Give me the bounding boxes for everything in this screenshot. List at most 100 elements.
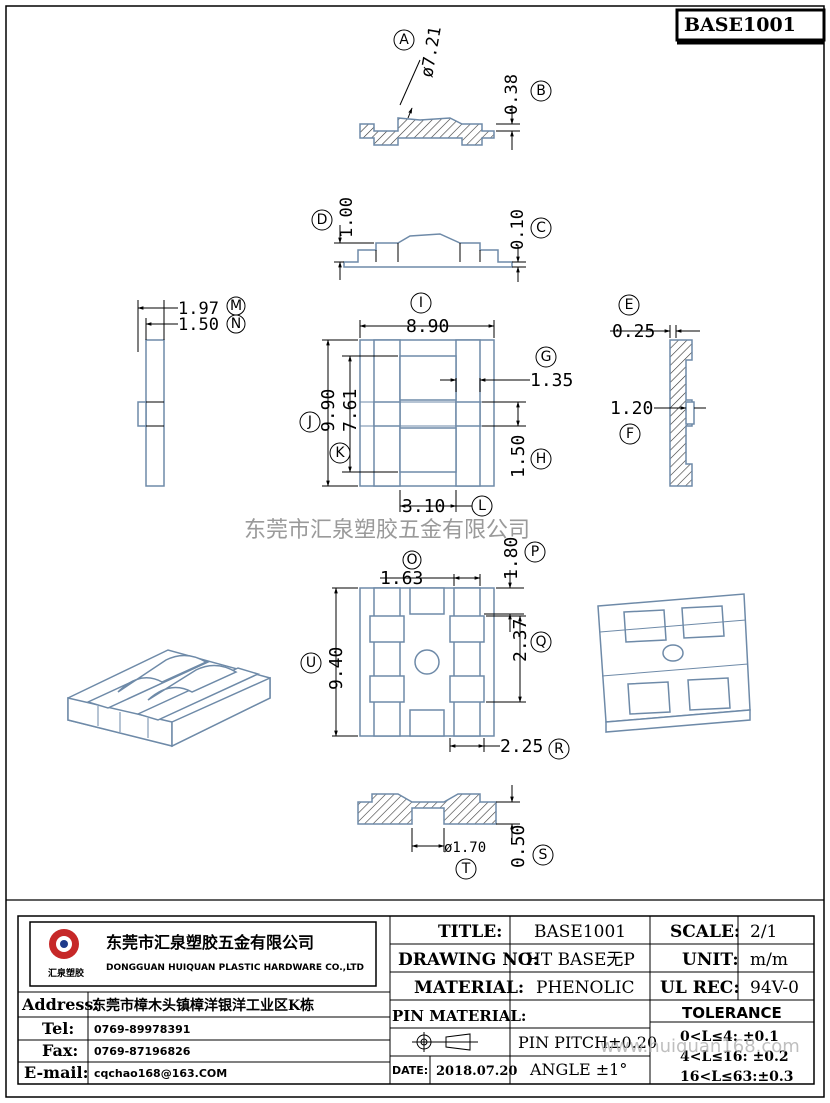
dim-K: K 7.61: [329, 389, 361, 464]
dim-R-letter: R: [554, 741, 564, 757]
section-view-top: [359, 59, 520, 150]
address-value: 东莞市樟木头镇樟洋银洋工业区K栋: [92, 997, 314, 1014]
dim-J: J 9.90: [299, 389, 339, 433]
dim-J-value: 9.90: [318, 389, 339, 432]
dim-G-value: 1.35: [530, 370, 573, 391]
dim-H-letter: H: [536, 451, 547, 467]
dim-B-value: 0.38: [502, 74, 522, 115]
company-en-name: DONGGUAN HUIQUAN PLASTIC HARDWARE CO.,LT…: [106, 963, 364, 973]
dim-I-value: 8.90: [406, 316, 449, 337]
angle-tolerance: ANGLE ±1°: [529, 1060, 627, 1079]
plan-view-bottom: [332, 570, 526, 752]
unit-value: m/m: [750, 950, 788, 970]
ul-rec-label: UL REC:: [660, 978, 740, 998]
dim-M: 1.97 M: [178, 296, 246, 319]
dim-T-letter: T: [461, 861, 471, 877]
dim-O-letter: O: [406, 552, 417, 568]
dim-L: 3.10 L: [402, 495, 493, 517]
dim-P-letter: P: [531, 544, 539, 560]
dim-Q-letter: Q: [535, 634, 546, 650]
dim-C: C 0.10: [508, 209, 552, 250]
dim-B: B 0.38: [502, 74, 552, 115]
sheet-border: [5, 5, 825, 1098]
dim-I-letter: I: [419, 295, 423, 311]
fax-label: Fax:: [42, 1041, 78, 1060]
fax-value: 0769-87196826: [94, 1045, 191, 1058]
dim-G-letter: G: [541, 349, 552, 365]
title-label: TITLE:: [438, 922, 502, 942]
dim-C-letter: C: [536, 220, 546, 236]
dim-H: H 1.50: [508, 435, 552, 478]
dim-D-letter: D: [317, 212, 328, 228]
title-block: 汇泉塑胶 东莞市汇泉塑胶五金有限公司 DONGGUAN HUIQUAN PLAS…: [17, 915, 815, 1085]
tel-label: Tel:: [42, 1019, 74, 1038]
dim-J-letter: J: [307, 414, 312, 430]
tolerance-label: TOLERANCE: [682, 1004, 782, 1022]
dim-U-value: 9.40: [326, 647, 347, 690]
dim-Q: 2.37 Q: [510, 619, 552, 662]
dim-F-value: 1.20: [610, 398, 653, 419]
logo-text: 汇泉塑胶: [48, 967, 84, 979]
plan-view-top: [322, 320, 530, 512]
pin-pitch: PIN PITCH±0.20: [518, 1033, 657, 1052]
tolerance-line-3: 16<L≤63:±0.3: [680, 1069, 794, 1085]
email-value: cqchao168@163.COM: [94, 1067, 227, 1080]
drawing-no-value: HT BASE无P: [526, 950, 635, 970]
projection-symbol: [412, 1032, 478, 1052]
dim-N: 1.50 N: [178, 314, 246, 335]
dim-K-letter: K: [335, 445, 345, 461]
address-label: Address:: [21, 995, 99, 1014]
dim-G: G 1.35: [530, 346, 573, 391]
dim-H-value: 1.50: [508, 435, 529, 478]
dim-O-value: 1.63: [380, 568, 423, 589]
email-label: E-mail:: [24, 1063, 89, 1082]
dim-A-letter: A: [399, 32, 409, 48]
dim-I: I 8.90: [406, 292, 449, 337]
dim-E-letter: E: [625, 297, 634, 313]
front-view: [334, 225, 526, 282]
header-title: BASE1001: [684, 14, 796, 36]
dim-E: E 0.25: [612, 294, 655, 342]
date-label: DATE:: [392, 1064, 428, 1077]
material-label: MATERIAL:: [414, 978, 524, 998]
dim-F-letter: F: [626, 426, 634, 442]
dim-C-value: 0.10: [508, 209, 528, 250]
dim-A: A ø7.21: [393, 25, 446, 79]
dim-B-letter: B: [536, 83, 546, 99]
isometric-view-left: [67, 649, 271, 748]
dim-N-letter: N: [231, 316, 241, 332]
tolerance-line-2: 4<L≤16: ±0.2: [680, 1049, 789, 1065]
dim-O: O 1.63: [380, 550, 423, 589]
dim-L-value: 3.10: [402, 496, 445, 517]
watermark-bottom: www.huiquan168.com: [600, 1036, 800, 1057]
isometric-view-right: [597, 593, 751, 733]
dim-D-value: 1.00: [337, 197, 357, 238]
dim-T: ø1.70 T: [444, 840, 486, 880]
company-logo: 汇泉塑胶: [48, 929, 84, 979]
dim-D: D 1.00: [311, 197, 357, 238]
dim-N-value: 1.50: [178, 315, 219, 335]
dim-U-letter: U: [306, 655, 316, 671]
dim-E-value: 0.25: [612, 321, 655, 342]
unit-label: UNIT:: [682, 950, 739, 970]
right-section-view: [610, 325, 706, 487]
material-value: PHENOLIC: [536, 978, 635, 998]
watermark: 东莞市汇泉塑胶五金有限公司: [244, 518, 530, 543]
dim-P-value: 1.80: [501, 537, 522, 580]
tolerance-line-1: 0<L≤4: ±0.1: [680, 1029, 779, 1045]
dim-Q-value: 2.37: [510, 619, 531, 662]
ul-rec-value: 94V-0: [750, 978, 799, 998]
dim-A-value: ø7.21: [417, 25, 446, 79]
scale-value: 2/1: [750, 922, 777, 942]
company-cn-name: 东莞市汇泉塑胶五金有限公司: [106, 933, 314, 952]
left-side-view: [137, 300, 178, 487]
dim-R: 2.25 R: [500, 736, 570, 760]
title-value: BASE1001: [534, 922, 626, 942]
dim-T-value: ø1.70: [444, 840, 486, 856]
dim-S: 0.50 S: [508, 825, 554, 868]
dim-R-value: 2.25: [500, 736, 543, 757]
date-value: 2018.07.20: [436, 1064, 517, 1079]
dim-S-value: 0.50: [508, 825, 529, 868]
dim-S-letter: S: [539, 847, 548, 863]
